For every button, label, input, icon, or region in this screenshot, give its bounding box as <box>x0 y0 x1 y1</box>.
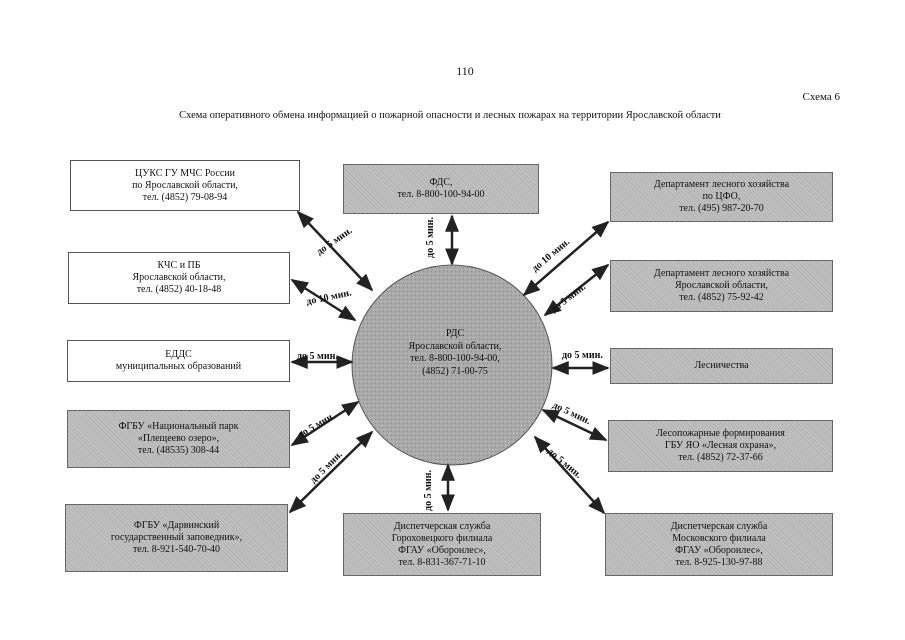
box-forestry: Лесничества <box>610 348 833 384</box>
connector-dept-cfo <box>522 220 610 297</box>
page-number: 110 <box>456 64 474 78</box>
box-line: по Ярославской области, <box>132 179 238 191</box>
box-line: государственный заповедник», <box>110 532 243 543</box>
box-line: Диспетчерская служба <box>670 520 768 532</box>
box-gorokhovets: Диспетчерская служба Гороховецкого филиа… <box>343 513 541 576</box>
connector-fire-units <box>541 408 608 442</box>
box-fire-units: Лесопожарные формирования ГБУ ЯО «Лесная… <box>608 420 833 472</box>
box-line: тел. 8-921-540-70-40 <box>132 544 221 555</box>
box-line: тел. 8-800-100-94-00 <box>397 189 485 200</box>
box-dept-yar: Департамент лесного хозяйства Ярославско… <box>610 260 833 312</box>
connector-tsuks <box>296 210 374 292</box>
box-line: Ярославской области, <box>674 280 769 291</box>
center-line: РДС <box>445 328 465 339</box>
center-line: (4852) 71-00-75 <box>422 365 488 377</box>
box-line: муниципальных образований <box>115 361 242 372</box>
box-line: по ЦФО, <box>702 191 741 202</box>
box-line: тел. 8-925-130-97-88 <box>675 556 763 568</box>
box-line: тел. (4852) 40-18-48 <box>136 284 222 295</box>
link-label-fds: до 5 мин. <box>424 217 436 258</box>
center-line: Ярославской области, <box>408 340 502 352</box>
scheme-label: Схема 6 <box>802 91 840 103</box>
connector-darwin <box>288 430 374 514</box>
link-label-gorokhovets: до 5 мин. <box>422 470 434 511</box>
box-line: тел. (48535) 308-44 <box>137 445 220 456</box>
box-line: ФДС, <box>429 177 453 188</box>
center-line: тел. 8-800-100-94-00, <box>410 353 500 364</box>
box-moscow: Диспетчерская служба Московского филиала… <box>605 513 833 576</box>
diagram-title: Схема оперативного обмена информацией о … <box>179 110 721 121</box>
box-line: ФГАУ «Оборонлес», <box>675 544 763 556</box>
box-line: «Плещеево озеро», <box>137 433 220 444</box>
box-fds: ФДС, тел. 8-800-100-94-00 <box>343 164 539 214</box>
box-line: Департамент лесного хозяйства <box>653 268 790 279</box>
box-line: ГБУ ЯО «Лесная охрана», <box>664 440 777 451</box>
box-line: тел. (4852) 79-08-94 <box>142 191 228 203</box>
connector-kchs <box>290 278 357 322</box>
box-line: КЧС и ПБ <box>157 260 201 271</box>
box-line: Департамент лесного хозяйства <box>653 179 790 190</box>
box-line: ФГБУ «Дарвинский <box>133 520 220 531</box>
box-line: Ярославской области, <box>132 272 226 283</box>
box-line: Диспетчерская служба <box>393 520 491 532</box>
box-edds: ЕДДС муниципальных образований <box>67 340 290 382</box>
box-line: тел. (4852) 75-92-42 <box>679 292 764 303</box>
box-line: ЕДДС <box>165 349 192 360</box>
box-tsuks: ЦУКС ГУ МЧС России по Ярославской област… <box>70 160 300 211</box>
box-dept-cfo: Департамент лесного хозяйства по ЦФО, те… <box>610 172 833 222</box>
box-line: ФГБУ «Национальный парк <box>118 421 239 432</box>
connector-moscow <box>533 435 606 515</box>
box-line: Московского филиала <box>672 532 766 544</box>
box-darwin: ФГБУ «Дарвинский государственный заповед… <box>65 504 288 572</box>
box-park: ФГБУ «Национальный парк «Плещеево озеро»… <box>67 410 290 468</box>
box-line: Лесопожарные формирования <box>656 428 785 439</box>
rds-center-label: РДС Ярославской области, тел. 8-800-100-… <box>365 328 545 378</box>
box-line: Гороховецкого филиала <box>391 532 493 544</box>
box-line: ФГАУ «Оборонлес», <box>398 544 486 556</box>
box-kchs: КЧС и ПБ Ярославской области, тел. (4852… <box>68 252 290 304</box>
box-line: тел. (495) 987-20-70 <box>679 203 764 214</box>
link-label-forestry: до 5 мин. <box>562 350 603 361</box>
box-line: тел. (4852) 72-37-66 <box>678 452 763 463</box>
link-label-edds: до 5 мин. <box>297 351 338 362</box>
box-line: ЦУКС ГУ МЧС России <box>135 167 235 179</box>
box-line: Лесничества <box>694 360 749 371</box>
connector-dept-yar <box>543 263 610 317</box>
box-line: тел. 8-831-367-71-10 <box>398 556 486 568</box>
